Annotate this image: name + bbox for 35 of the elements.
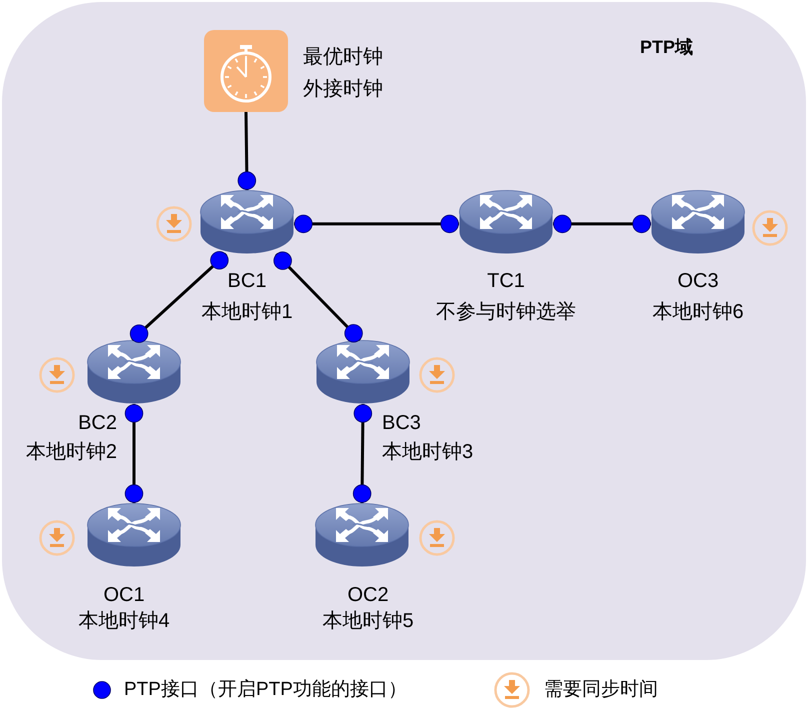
device-caption: 本地时钟6 [652, 300, 744, 324]
device-name: TC1 [487, 269, 525, 293]
device-name: BC3 [382, 411, 421, 435]
link-line [238, 112, 256, 190]
link-line [294, 214, 459, 234]
router-icon [315, 503, 409, 567]
device-caption: 本地时钟5 [322, 609, 414, 633]
router-icon [200, 190, 294, 254]
link-line [124, 404, 144, 503]
domain-title: PTP域 [640, 36, 694, 59]
device-caption: 本地时钟4 [78, 609, 170, 633]
domain-region [2, 2, 806, 660]
device-name: OC3 [677, 269, 719, 293]
device-name: BC1 [228, 269, 266, 293]
router-icon [87, 503, 181, 567]
link-line [352, 404, 372, 504]
device-caption: 本地时钟3 [382, 440, 474, 464]
device-caption: 本地时钟1 [201, 300, 293, 324]
router-icon [87, 340, 181, 404]
device-caption: 本地时钟2 [26, 440, 117, 464]
router-icon [316, 340, 410, 404]
legend-text: PTP接口（开启PTP功能的接口） [124, 678, 407, 702]
link-line [130, 251, 229, 343]
clock-caption: 最优时钟 [303, 45, 383, 69]
device-name: OC1 [103, 583, 145, 607]
device-caption: 不参与时钟选举 [436, 300, 576, 324]
link-line [553, 214, 651, 234]
router-icon [651, 190, 745, 254]
link-line [274, 252, 363, 342]
router-icon [459, 190, 553, 254]
legend-text: 需要同步时间 [544, 678, 658, 702]
clock-caption: 外接时钟 [303, 77, 383, 101]
device-name: OC2 [347, 583, 389, 607]
device-name: BC2 [78, 411, 117, 435]
stopwatch-icon [204, 30, 288, 112]
